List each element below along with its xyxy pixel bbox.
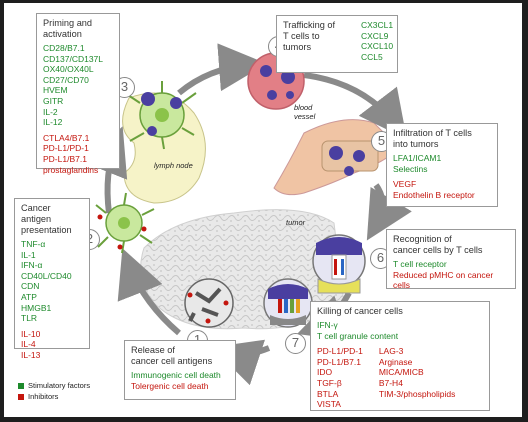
cycle-arrow-5-6 [366, 183, 412, 241]
stimulatory-swatch [18, 382, 24, 389]
killing-box: Killing of cancer cells IFN-γ T cell gra… [310, 301, 490, 411]
lymph-node-label: lymph node [154, 161, 193, 170]
t-cell-killing [263, 278, 313, 328]
dendritic-cell-priming [127, 81, 197, 150]
cycle-illustration [82, 43, 412, 386]
cycle-arrow-1-2 [117, 248, 181, 336]
antigen-presenting-cell [95, 192, 155, 254]
killing-title: Killing of cancer cells [317, 306, 403, 316]
blood-label: blood [294, 103, 313, 112]
vessel-label: vessel [294, 112, 316, 121]
figure: lymph node blood vessel tumor 1 2 3 4 5 … [4, 3, 522, 417]
legend-stimulatory: Stimulatory factors [18, 381, 90, 390]
cycle-arrow-3-4 [177, 43, 267, 96]
legend-inhibitors: Inhibitors [18, 392, 58, 401]
cycle-arrow-4-5 [303, 72, 407, 140]
inhibitor-swatch [18, 393, 24, 400]
step-number-7: 7 [285, 333, 306, 354]
blood-vessel-label: blood vessel [294, 103, 315, 121]
tumor-label: tumor [286, 218, 306, 227]
t-cell-recognition [312, 234, 366, 294]
dying-cancer-cell [184, 278, 234, 328]
